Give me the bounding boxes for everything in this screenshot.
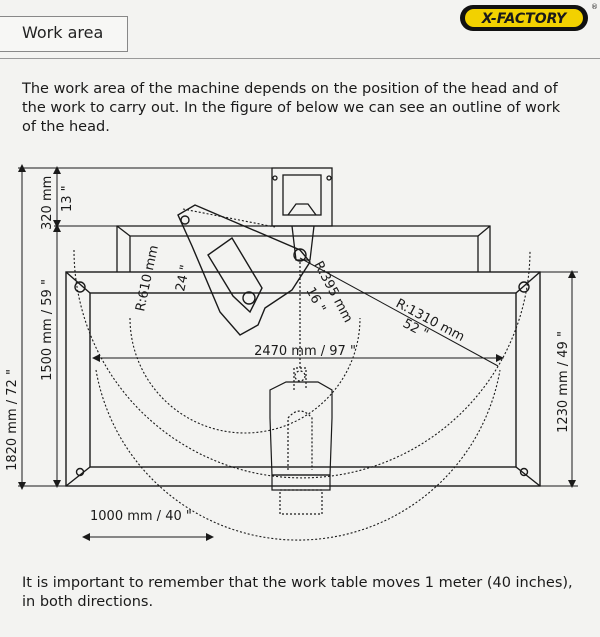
dimension-lines (18, 164, 578, 541)
lower-head-unit (269, 262, 333, 515)
svg-text:®: ® (591, 3, 598, 11)
intro-paragraph: The work area of the machine depends on … (22, 81, 561, 135)
work-area-diagram: 320 mm 13 " 1820 mm / 72 " 1500 mm / 59 … (5, 164, 578, 541)
dim-1820-label: 1820 mm / 72 " (5, 369, 20, 471)
gantry-frame (116, 225, 491, 272)
dimension-labels: 320 mm 13 " 1820 mm / 72 " 1500 mm / 59 … (5, 176, 571, 524)
dim-2470-label: 2470 mm / 97 " (254, 344, 356, 359)
head-arm (177, 204, 311, 336)
dim-13-label: 13 " (60, 185, 75, 212)
footer-paragraph: It is important to remember that the wor… (22, 575, 573, 610)
dim-320-label: 320 mm (40, 176, 55, 230)
dim-1500-label: 1500 mm / 59 " (40, 279, 55, 381)
x-factory-logo: X-FACTORY ® (460, 3, 598, 31)
r610-inch-label: 24 " (173, 264, 193, 293)
page-title: Work area (0, 16, 128, 52)
r610-label: R:610 mm (133, 244, 162, 313)
logo-text: X-FACTORY (481, 11, 568, 27)
dim-1000-label: 1000 mm / 40 " (90, 509, 192, 524)
dim-1230-label: 1230 mm / 49 " (556, 331, 571, 433)
top-head-unit (271, 167, 333, 261)
header-divider (0, 58, 600, 59)
